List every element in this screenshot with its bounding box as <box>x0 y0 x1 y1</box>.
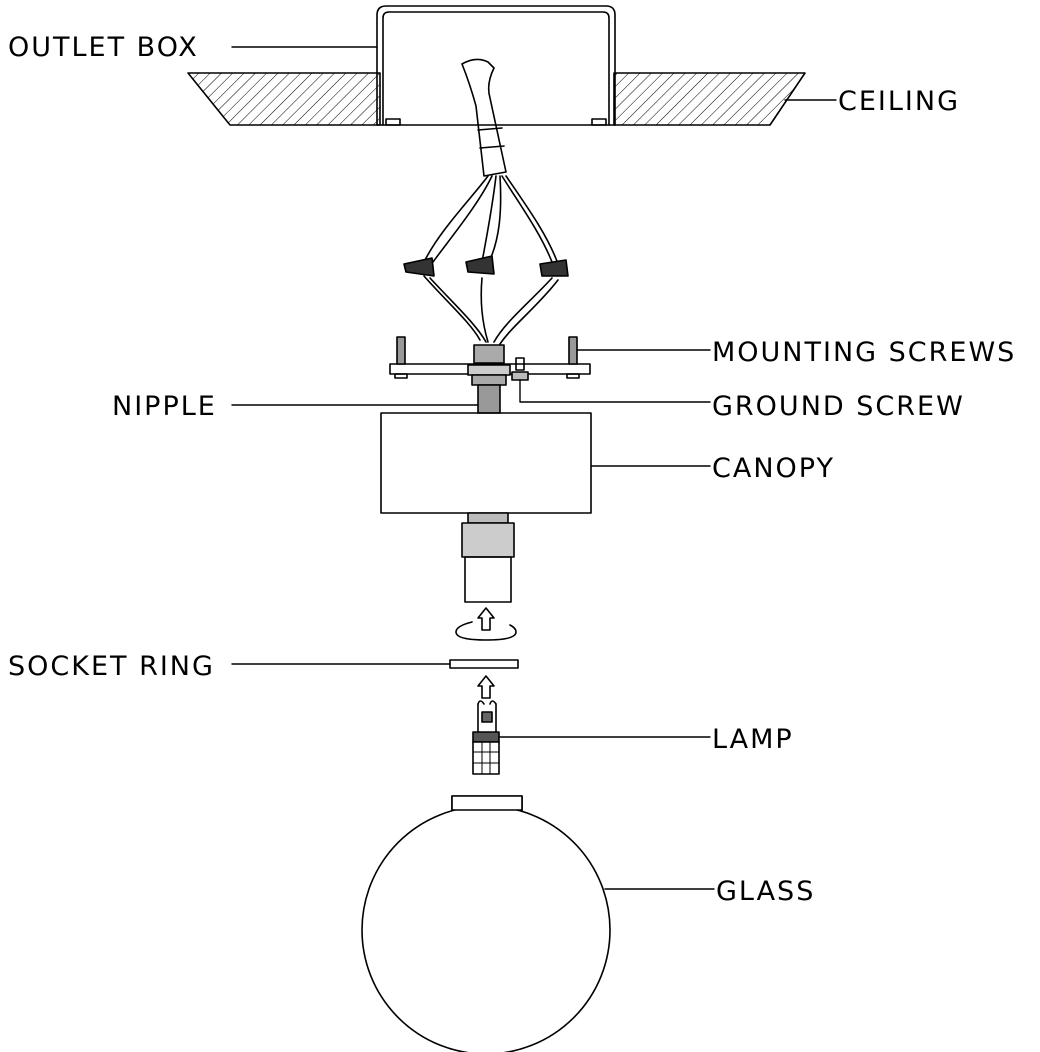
label-ceiling: CEILING <box>838 86 960 117</box>
lamp <box>472 700 500 775</box>
leader-ground-screw <box>519 379 711 403</box>
mounting-plate <box>389 336 591 381</box>
label-canopy: CANOPY <box>712 453 835 484</box>
socket <box>461 512 515 603</box>
wires <box>423 175 559 345</box>
socket-ring <box>449 659 519 669</box>
label-socket-ring: SOCKET RING <box>8 651 215 682</box>
wire-nut-center <box>465 255 495 275</box>
up-arrow-icon <box>477 675 495 699</box>
label-glass: GLASS <box>716 876 815 907</box>
outlet-box <box>376 5 616 126</box>
nipple <box>467 344 511 414</box>
ceiling <box>187 72 806 126</box>
wire-nut-left <box>403 257 435 277</box>
rotate-arrow-icon <box>455 607 517 641</box>
label-mounting-screws: MOUNTING SCREWS <box>712 337 1016 368</box>
canopy <box>380 412 592 514</box>
label-nipple: NIPPLE <box>112 391 217 422</box>
wire-nut-right <box>539 259 569 277</box>
label-lamp: LAMP <box>712 724 794 755</box>
supply-cable <box>461 58 507 177</box>
label-outlet-box: OUTLET BOX <box>8 32 199 63</box>
label-ground-screw: GROUND SCREW <box>712 391 965 422</box>
glass-globe <box>361 795 611 1052</box>
wire-nuts <box>403 255 569 277</box>
